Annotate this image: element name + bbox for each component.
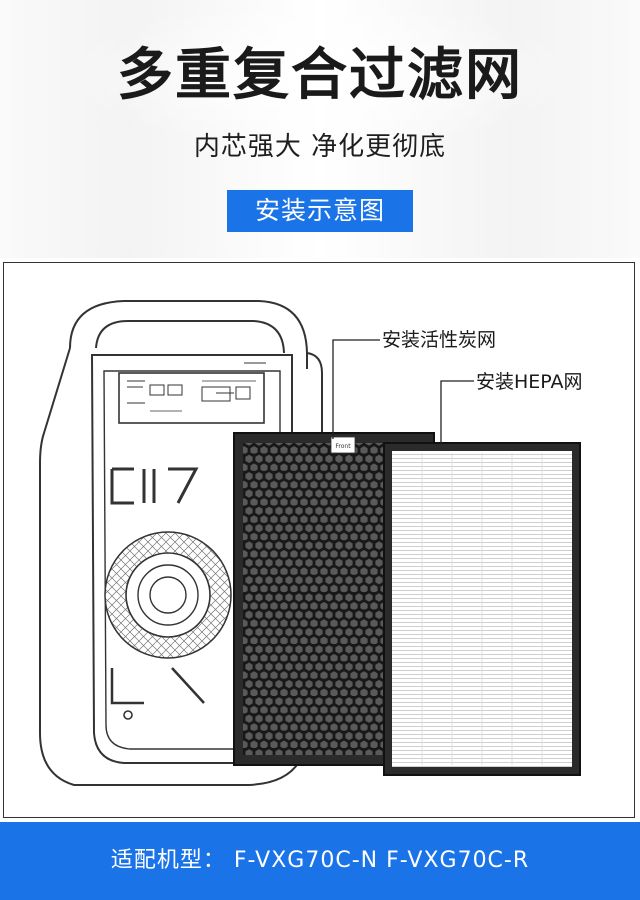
hero-glow (60, 0, 580, 150)
model-name-2: F-VXG70C-R (386, 848, 530, 873)
page-title: 多重复合过滤网 (117, 43, 523, 108)
compatible-models-label: 适配机型： (110, 848, 226, 873)
carbon-filter-callout: 安装活性炭网 (382, 329, 497, 351)
compatible-models-bar: 适配机型： F-VXG70C-N F-VXG70C-R (0, 822, 640, 900)
carbon-callout-line (332, 339, 380, 439)
install-diagram-badge: 安装示意图 (227, 190, 413, 232)
model-name-1: F-VXG70C-N (233, 848, 379, 873)
filter-front-tab: Front (330, 436, 356, 454)
page-subtitle: 内芯强大 净化更彻底 (193, 132, 447, 162)
hepa-filter (383, 442, 581, 776)
installation-diagram-panel: Front 安装活性炭网 安装HEPA网 (3, 262, 635, 818)
hepa-filter-callout: 安装HEPA网 (476, 371, 583, 393)
hepa-callout-line (440, 380, 474, 445)
filter-tab-label: Front (335, 443, 351, 450)
installation-illustration: Front (39, 300, 581, 786)
